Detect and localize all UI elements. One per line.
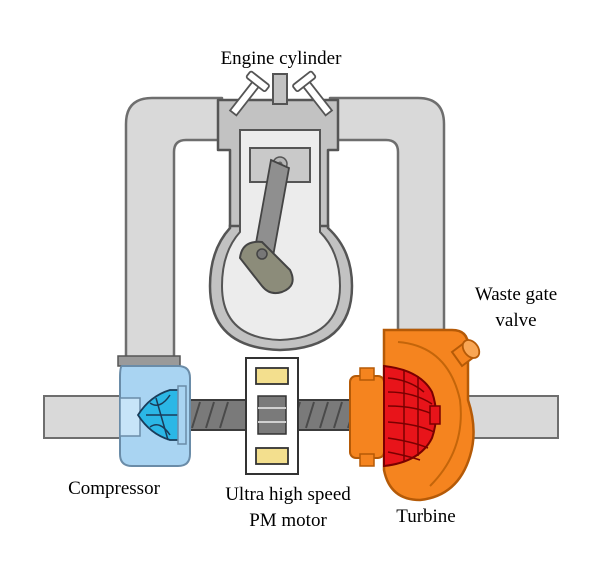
label-motor-line1: Ultra high speed (225, 484, 351, 505)
motor-rotor (257, 395, 287, 435)
intake-duct (43, 395, 125, 439)
intake-manifold-pipe (124, 96, 224, 362)
motor-magnet-top (255, 367, 289, 385)
intake-flange (117, 355, 181, 367)
compressor (119, 365, 191, 467)
label-motor-line2: PM motor (249, 510, 327, 531)
turbine-flange (349, 375, 385, 459)
motor-magnet-bottom (255, 447, 289, 465)
exhaust-valve (292, 70, 334, 117)
engine-cylinder (208, 70, 354, 352)
crank-web (238, 240, 294, 295)
label-compressor: Compressor (68, 478, 161, 499)
label-waste-gate-line2: valve (495, 310, 536, 331)
turbine (349, 328, 481, 502)
waste-gate-valve (450, 338, 481, 368)
label-turbine: Turbine (396, 506, 455, 527)
intake-valve (228, 70, 270, 117)
crank-pin (256, 248, 268, 260)
label-engine-cylinder: Engine cylinder (221, 48, 342, 69)
exhaust-duct (467, 395, 559, 439)
pm-motor (245, 357, 299, 475)
label-waste-gate-line1: Waste gate (475, 284, 557, 305)
spark-plug (272, 73, 288, 105)
compressor-inlet (119, 397, 141, 437)
